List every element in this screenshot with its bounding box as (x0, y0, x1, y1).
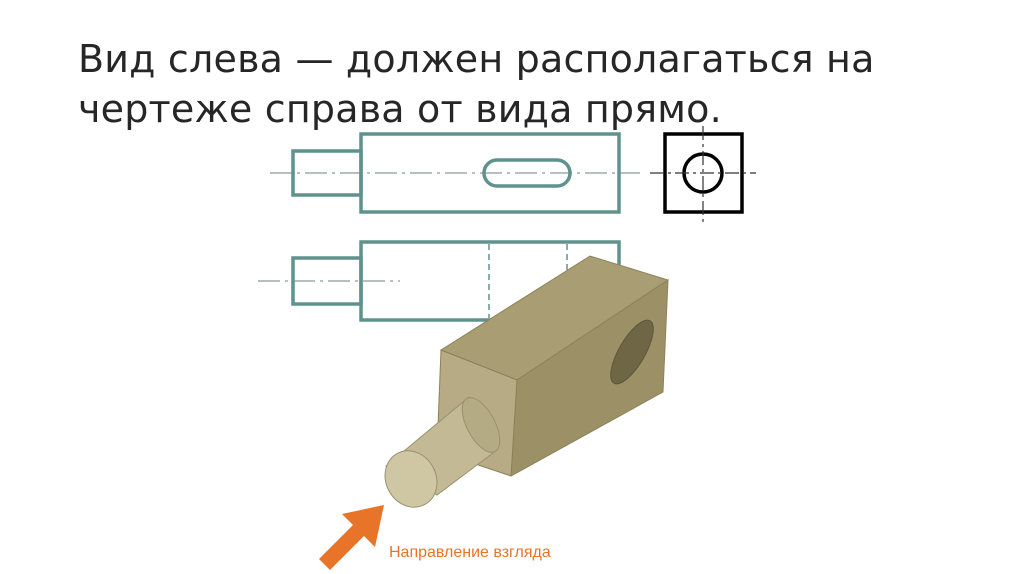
direction-arrow-shaft (319, 522, 367, 570)
front-view (270, 132, 640, 214)
part-shaft-end-face (384, 450, 438, 508)
part-shaft-back-end (461, 397, 501, 453)
left-view (650, 126, 756, 222)
arrow-up-right-icon (319, 505, 384, 570)
view-direction-label: Направление взгляда (389, 544, 551, 561)
part-3d (384, 255, 670, 508)
front-view-body (359, 132, 621, 214)
part-side-slot (610, 319, 654, 385)
slide-title: Вид слева — должен располагаться на черт… (78, 37, 875, 131)
direction-arrow-head (342, 505, 384, 547)
front-view-slot (482, 158, 572, 188)
